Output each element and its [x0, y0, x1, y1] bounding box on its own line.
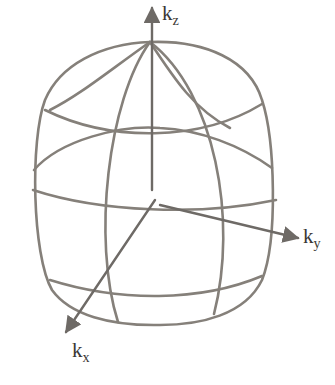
surface-outline	[35, 42, 273, 325]
axis-label: kz	[162, 3, 179, 24]
axis-letter: k	[72, 338, 83, 362]
axes-group	[66, 8, 298, 332]
kz-axis	[151, 8, 153, 190]
axis-letter: k	[162, 1, 173, 25]
latitude-line	[50, 276, 262, 296]
axis-label: kx	[72, 340, 90, 361]
axis-label: ky	[303, 226, 321, 247]
axis-subscript: z	[173, 12, 179, 28]
meridian-line	[105, 42, 150, 322]
surface-group	[33, 42, 276, 325]
axis-subscript: x	[83, 349, 90, 365]
kx-axis	[66, 200, 155, 332]
ky-axis	[160, 205, 298, 238]
meridian-line	[50, 42, 150, 110]
meridian-line	[150, 42, 230, 128]
meridian-line	[150, 42, 223, 314]
axis-letter: k	[303, 224, 314, 248]
axis-subscript: y	[314, 235, 321, 251]
